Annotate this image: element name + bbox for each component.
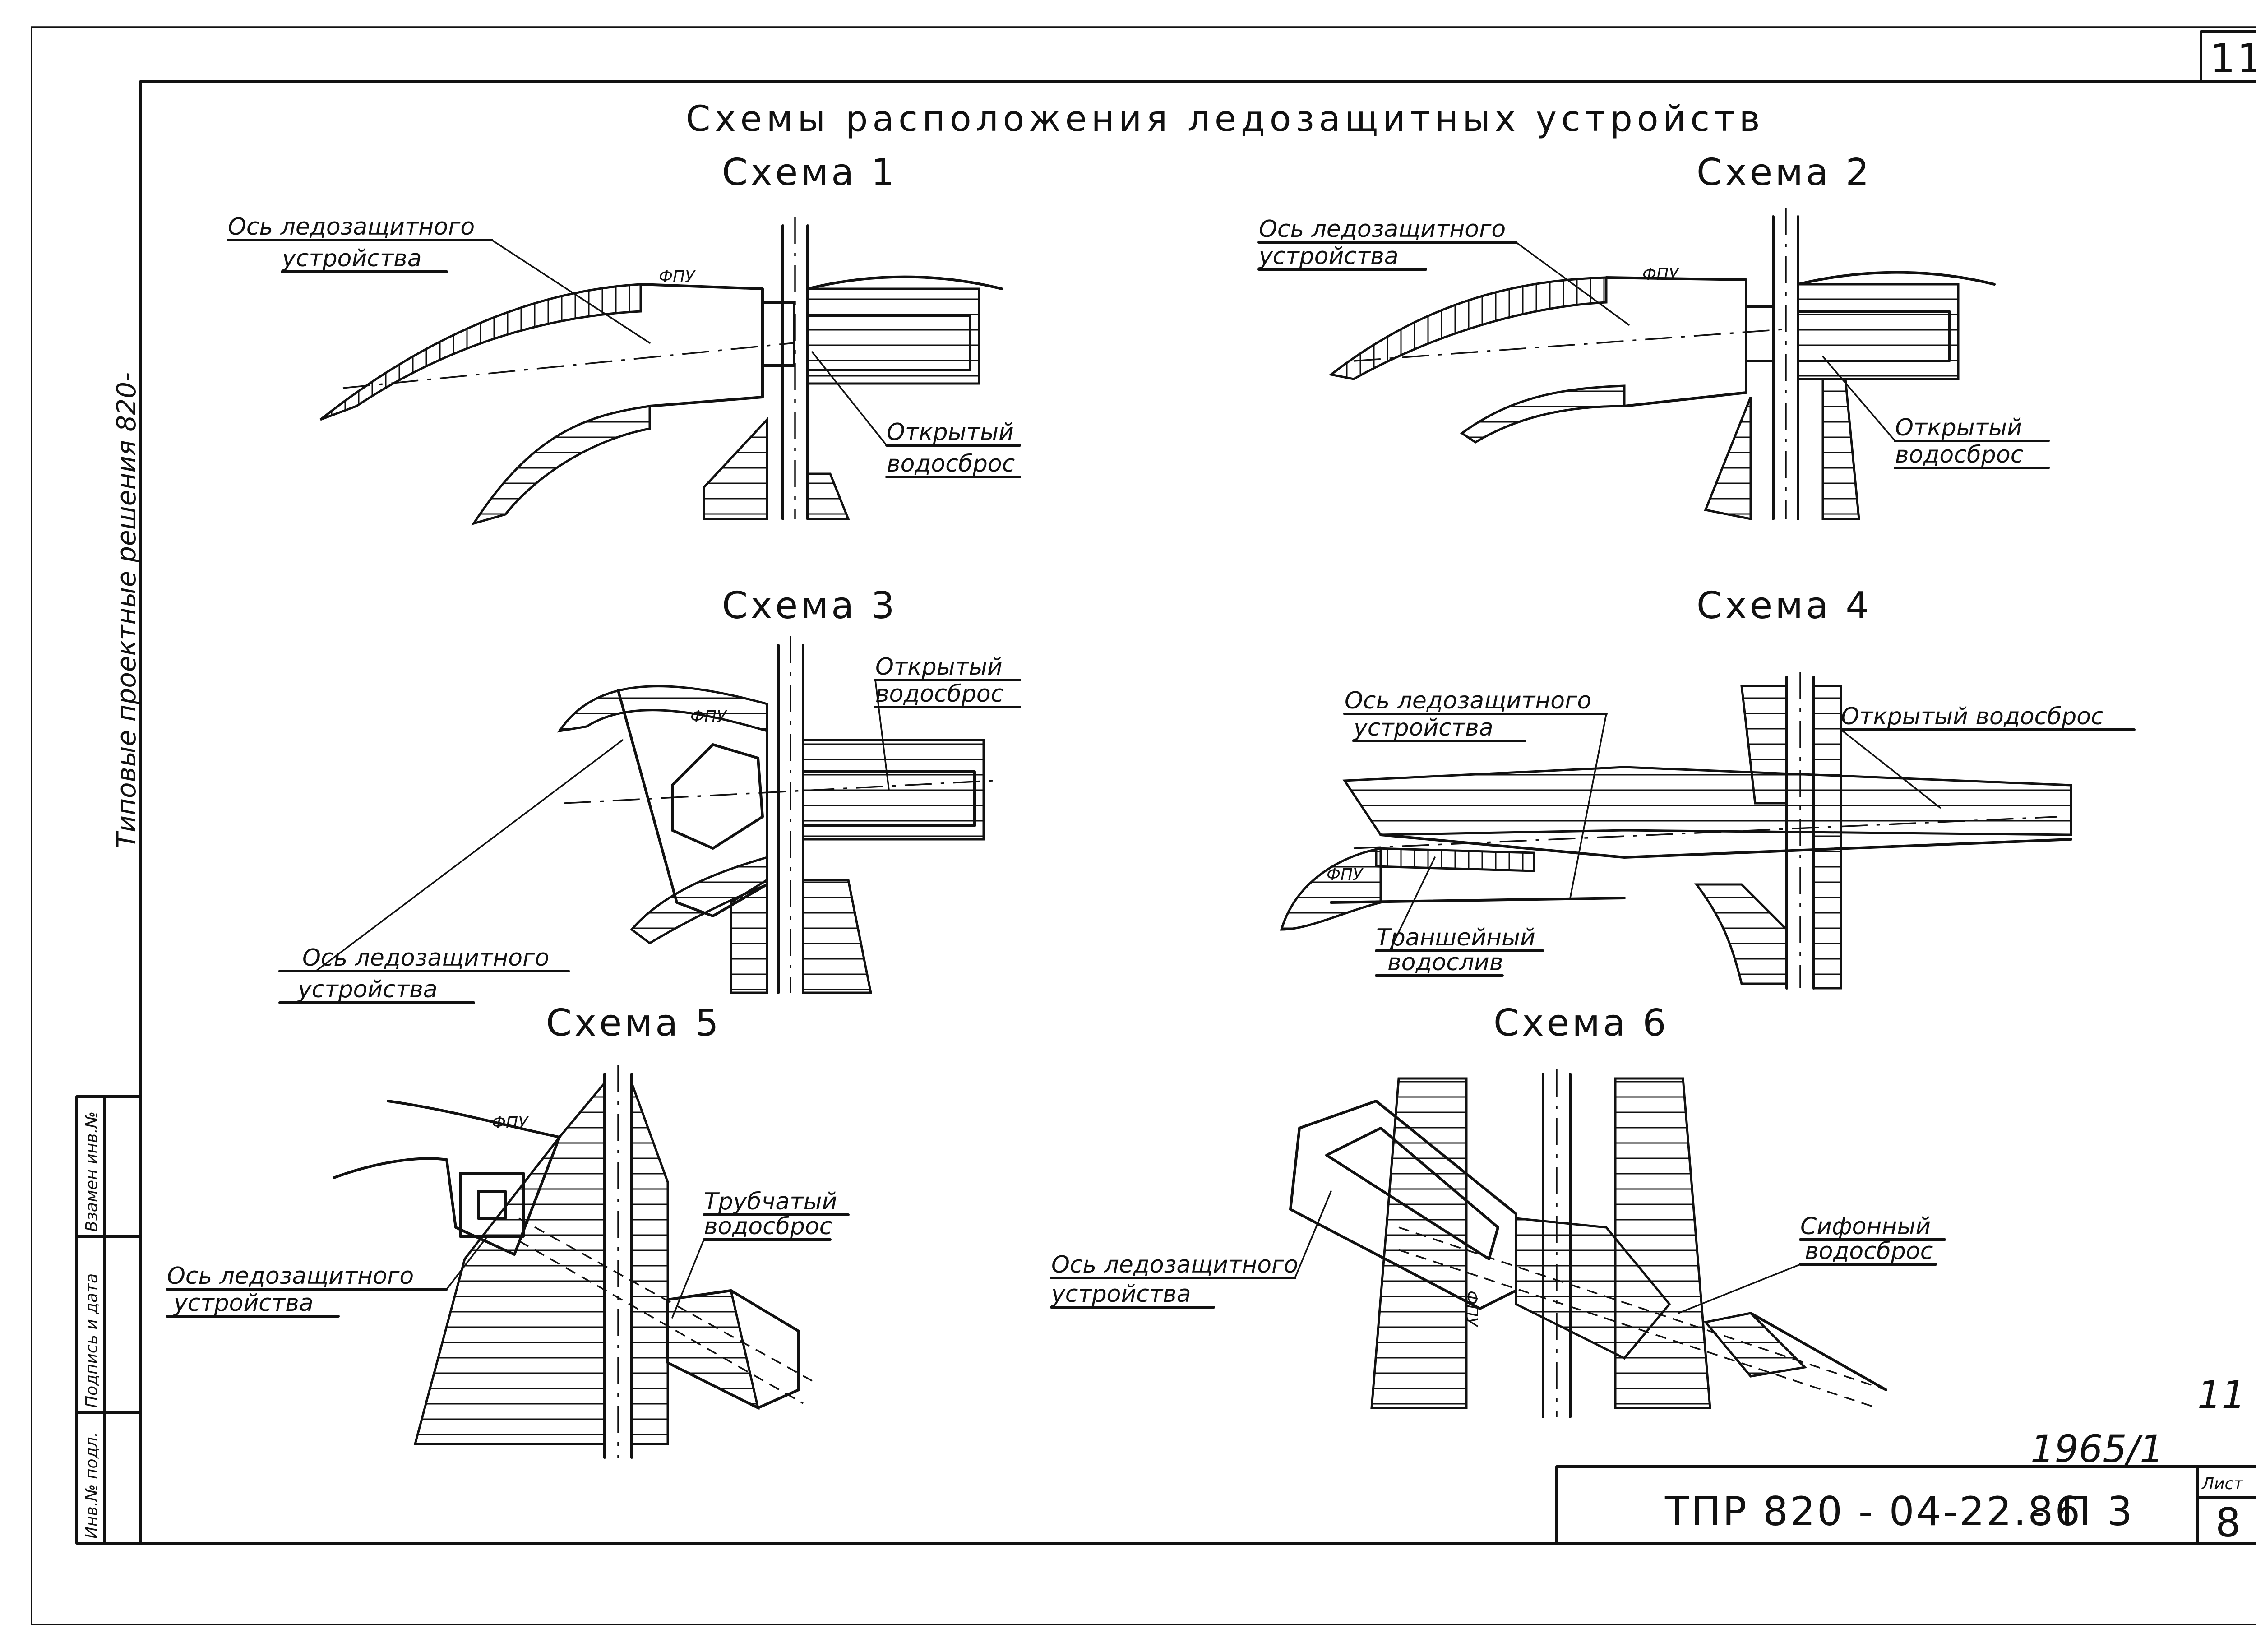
scheme-3-axis-label-2: устройства <box>297 976 438 1003</box>
scheme-3: Схема 3 ФПУ Открытый водосброс Ось ледоз… <box>278 584 1021 1004</box>
scheme-6-siphon-label: Сифонный <box>1800 1213 1931 1240</box>
margin-stamp: Инв.№ подл. Подпись и дата Взамен инв.№ <box>75 1095 142 1545</box>
scheme-5: Схема 5 ФПУ Трубчатый водосброс Ось ледо… <box>166 1002 850 1459</box>
sheet-number-top: 11 <box>2210 35 2256 82</box>
title-block-sheet-label: Лист <box>2201 1475 2243 1493</box>
title-block-suffix: - П 3 <box>2030 1488 2134 1535</box>
scheme-6-fpu: ФПУ <box>1462 1291 1481 1328</box>
stamp-inv-podl: Инв.№ подл. <box>83 1432 101 1539</box>
scheme-2-spillway-label: Открытый <box>1895 414 2022 441</box>
stamp-podpis: Подпись и дата <box>83 1273 101 1408</box>
scheme-1-spillway-label: Открытый <box>887 419 1014 446</box>
title-block-sheet-value: 8 <box>2215 1499 2242 1546</box>
scheme-1-axis-label: Ось ледозащитного <box>228 213 475 241</box>
handwritten-mark: 11 <box>2197 1373 2246 1417</box>
scheme-3-spillway-label: Открытый <box>875 653 1003 680</box>
scheme-4-trench-label: Траншейный <box>1376 924 1535 951</box>
scheme-4-trench-label-2: водослив <box>1387 949 1503 976</box>
scheme-3-axis-label: Ось ледозащитного <box>302 944 549 972</box>
handwritten-number: 1965/1 <box>2030 1427 2164 1471</box>
scheme-3-title: Схема 3 <box>722 584 897 627</box>
main-title: Схемы расположения ледозащитных устройст… <box>686 99 1765 139</box>
title-block: ТПР 820 - 04-22.86 - П 3 Лист 8 <box>1555 1465 2256 1546</box>
scheme-4-spillway-label: Открытый водосброс <box>1841 703 2104 730</box>
scheme-2: Схема 2 ФПУ Ось ледозащитного устройства… <box>1257 151 2050 521</box>
scheme-5-axis-label: Ось ледозащитного <box>167 1263 414 1290</box>
scheme-1-axis-label-2: устройства <box>281 245 422 272</box>
scheme-6: Схема 6 ФПУ Ось ледозащитного устройства… <box>1050 1002 1946 1418</box>
scheme-3-spillway-label-2: водосброс <box>875 680 1003 708</box>
stamp-vzamen: Взамен инв.№ <box>83 1111 101 1232</box>
scheme-5-pipe-label-2: водосброс <box>704 1213 832 1240</box>
scheme-1-title: Схема 1 <box>722 151 897 194</box>
scheme-5-axis-label-2: устройства <box>173 1290 314 1317</box>
scheme-4-fpu: ФПУ <box>1327 865 1364 884</box>
scheme-5-fpu: ФПУ <box>492 1114 529 1132</box>
scheme-1-spillway-label-2: водосброс <box>887 450 1015 477</box>
scheme-6-axis-label-2: устройства <box>1050 1281 1191 1308</box>
scheme-6-siphon-label-2: водосброс <box>1805 1238 1933 1265</box>
sheet-number-box <box>2200 30 2256 83</box>
scheme-1: Схема 1 ФПУ Ось ледозащитного устройства… <box>227 151 1021 526</box>
scheme-4-title: Схема 4 <box>1697 584 1872 627</box>
inner-frame <box>139 80 2256 1545</box>
scheme-2-spillway-label-2: водосброс <box>1895 441 2023 468</box>
scheme-6-title: Схема 6 <box>1493 1002 1669 1045</box>
scheme-2-axis-label: Ось ледозащитного <box>1259 216 1506 243</box>
scheme-1-fpu: ФПУ <box>659 268 696 286</box>
scheme-3-fpu: ФПУ <box>690 708 727 726</box>
scheme-5-pipe-label: Трубчатый <box>704 1188 837 1215</box>
scheme-4-axis-label-2: устройства <box>1353 714 1493 741</box>
outer-frame <box>31 26 2256 1625</box>
scheme-2-fpu: ФПУ <box>1642 265 1679 284</box>
title-block-code: ТПР 820 - 04-22.86 <box>1664 1488 2082 1535</box>
scheme-2-title: Схема 2 <box>1697 151 1872 194</box>
scheme-4-axis-label: Ось ледозащитного <box>1345 687 1591 714</box>
scheme-2-axis-label-2: устройства <box>1258 243 1399 270</box>
scheme-6-axis-label: Ось ледозащитного <box>1051 1251 1298 1278</box>
scheme-5-title: Схема 5 <box>546 1002 721 1045</box>
side-caption: Типовые проектные решения 820- <box>111 372 142 848</box>
scheme-4: Схема 4 ФПУ Ось ледозащитного устройства… <box>1280 584 2136 990</box>
